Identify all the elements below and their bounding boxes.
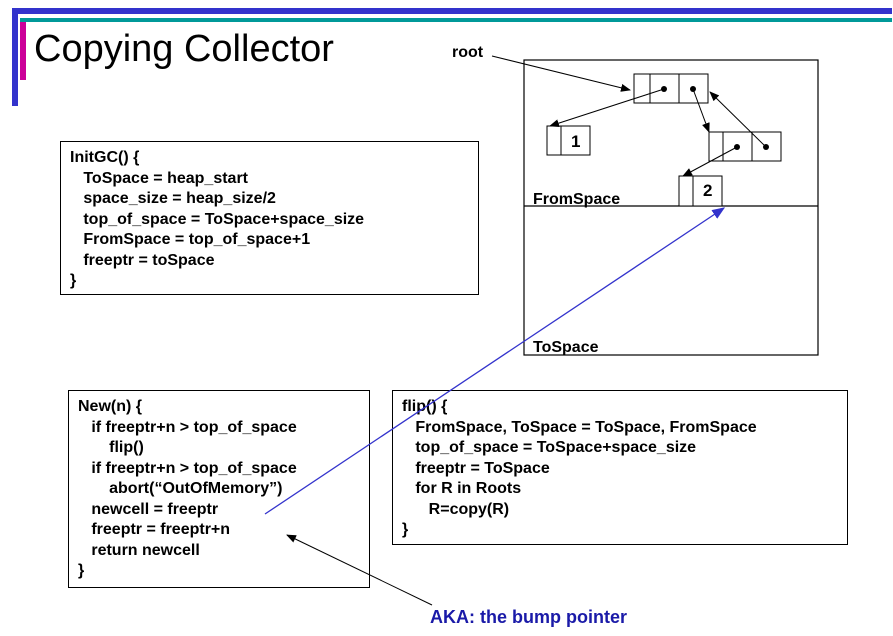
code-line: FromSpace = top_of_space+1 [70, 231, 311, 248]
flip-function-code-box: flip() { FromSpace, ToSpace = ToSpace, F… [392, 390, 848, 545]
pointer-back-to-root-object [709, 91, 767, 148]
code-line: freeptr = freeptr+n [78, 521, 231, 538]
code-line: FromSpace, ToSpace = ToSpace, FromSpace [402, 418, 757, 436]
pointer-to-object-1 [549, 88, 665, 128]
object-1-label: 1 [571, 132, 581, 151]
root-object [633, 73, 709, 104]
code-line: } [70, 272, 77, 289]
code-line: flip() [78, 439, 144, 456]
pointer-to-object-2 [682, 146, 738, 177]
heap-outline [523, 59, 819, 356]
code-line: newcell = freeptr [78, 500, 219, 518]
object-2-label: 2 [703, 181, 713, 200]
object-2 [678, 175, 723, 207]
code-line: } [402, 521, 409, 538]
object-1 [546, 125, 591, 156]
code-line: if freeptr+n > top_of_space [78, 459, 297, 477]
tospace-label: ToSpace [533, 339, 599, 356]
fromspace-label: FromSpace [533, 191, 621, 208]
accent-bar-teal-horizontal [20, 18, 892, 22]
code-line: top_of_space = ToSpace+space_size [70, 210, 365, 228]
code-line: space_size = heap_size/2 [70, 190, 276, 207]
code-line: R=copy(R) [402, 500, 510, 518]
pointer-to-object-3 [692, 88, 710, 133]
code-line: freeptr = ToSpace [402, 459, 550, 477]
bump-pointer-annotation: AKA: the bump pointer [430, 607, 627, 627]
code-line: flip() { [402, 398, 448, 415]
code-line: top_of_space = ToSpace+space_size [402, 439, 697, 456]
new-function-code-box: New(n) { if freeptr+n > top_of_space fli… [68, 390, 370, 588]
freeptr-arrow [264, 207, 726, 515]
root-pointer-arrow [491, 55, 631, 92]
code-line: ToSpace = heap_start [70, 169, 248, 187]
initgc-code-box: InitGC() { ToSpace = heap_start space_si… [60, 141, 479, 295]
code-line: } [78, 562, 85, 579]
accent-bar-blue-horizontal [12, 8, 892, 14]
root-label: root [452, 44, 484, 61]
code-line: for R in Roots [402, 480, 522, 497]
code-line: freeptr = toSpace [70, 251, 215, 269]
code-line: New(n) { [78, 398, 142, 415]
code-line: abort(“OutOfMemory”) [78, 480, 283, 497]
accent-bar-magenta-vertical [12, 8, 18, 106]
annotation-arrow [286, 534, 433, 606]
code-line: if freeptr+n > top_of_space [78, 418, 297, 436]
accent-bar-magenta [20, 18, 26, 80]
code-line: InitGC() { [70, 149, 140, 166]
slide-title: Copying Collector [34, 28, 334, 70]
code-line: return newcell [78, 541, 200, 559]
